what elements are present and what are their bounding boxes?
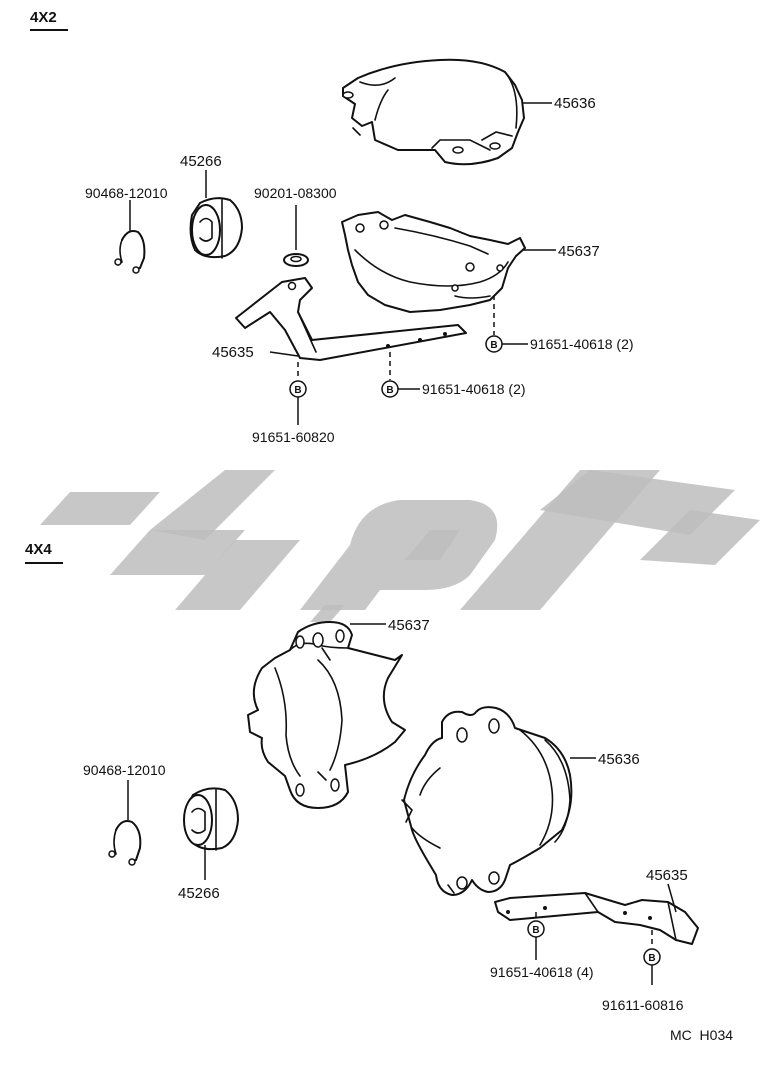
watermark [40, 470, 760, 622]
grommet-45266-bottom [183, 787, 239, 851]
label-bolt-c-top: 91651-60820 [252, 429, 335, 445]
heat-insulator-45637-bottom [247, 621, 406, 809]
heat-insulator-45636-top [342, 58, 525, 166]
svg-text:B: B [294, 385, 301, 396]
label-45636-bottom: 45636 [598, 751, 640, 768]
label-bolt-a-top: 91651-40618 (2) [530, 336, 634, 352]
label-45637-bottom: 45637 [388, 617, 430, 634]
section-label-4x2: 4X2 [30, 9, 57, 26]
label-45266-bottom: 45266 [178, 885, 220, 902]
figure-code: MC H034 [670, 1027, 733, 1043]
washer-90201-top [283, 253, 309, 267]
bracket-45635-top [235, 277, 467, 361]
label-bolt-b-top: 91651-40618 (2) [422, 381, 526, 397]
bracket-45635-bottom [494, 892, 699, 945]
clamp-90468-top [114, 230, 146, 274]
label-45637-top: 45637 [558, 243, 600, 260]
svg-text:B: B [532, 925, 539, 936]
label-45635-top: 45635 [212, 344, 254, 361]
label-90201-top: 90201-08300 [254, 185, 337, 201]
leader-45635-top [269, 351, 299, 357]
label-45266-top: 45266 [180, 153, 222, 170]
svg-text:B: B [648, 953, 655, 964]
label-90468-bottom: 90468-12010 [83, 762, 166, 778]
bolt-marker-b-bottom: B [643, 948, 661, 966]
bolt-marker-b-top: B [381, 380, 399, 398]
clamp-90468-bottom [108, 820, 142, 866]
label-45635-bottom: 45635 [646, 867, 688, 884]
label-45636-top: 45636 [554, 95, 596, 112]
section-label-4x4: 4X4 [25, 541, 52, 558]
svg-text:B: B [386, 385, 393, 396]
bolt-marker-c-top: B [289, 380, 307, 398]
bolt-marker-a-bottom: B [527, 920, 545, 938]
label-bolt-b-bottom: 91611-60816 [602, 997, 684, 1013]
label-90468-top: 90468-12010 [85, 185, 168, 201]
grommet-45266-top [189, 197, 243, 259]
svg-text:B: B [490, 340, 497, 351]
leader-45635-bottom [667, 883, 677, 913]
bolt-marker-a-top: B [485, 335, 503, 353]
heat-insulator-45637-top [341, 211, 526, 313]
heat-insulator-45636-bottom [401, 706, 573, 896]
label-bolt-a-bottom: 91651-40618 (4) [490, 964, 594, 980]
